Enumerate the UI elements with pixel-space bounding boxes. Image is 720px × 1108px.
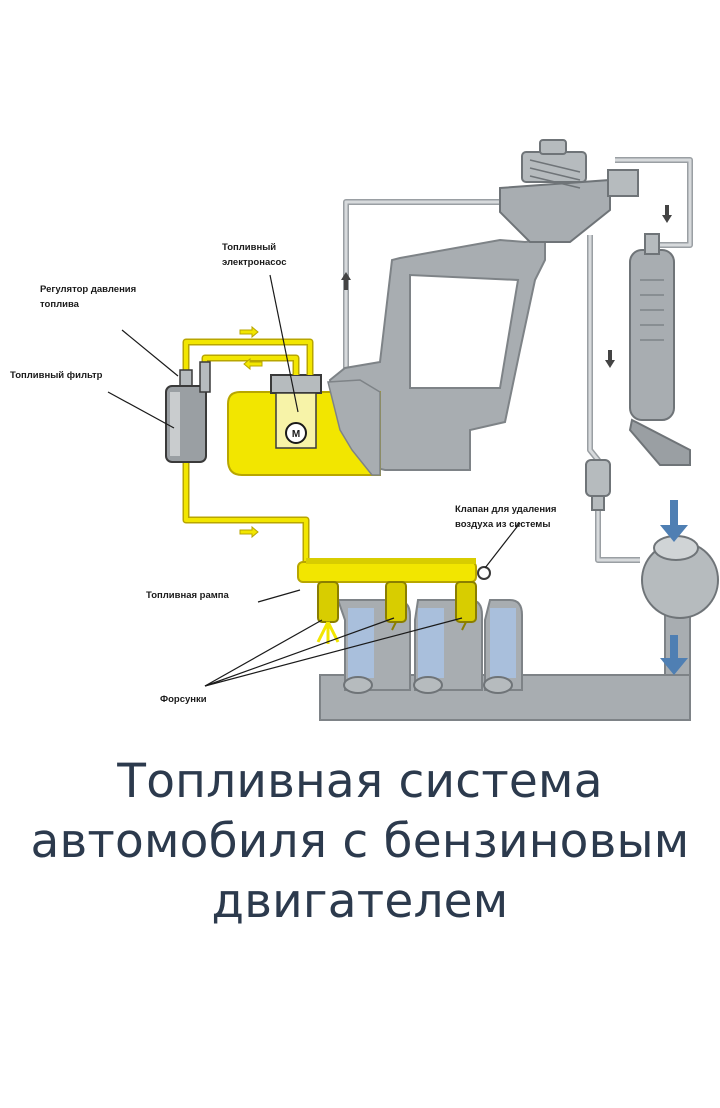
label-air-valve-line2: воздуха из системы (455, 519, 551, 530)
canister (628, 233, 691, 466)
throttle-unit (641, 535, 719, 619)
pump-motor-symbol: M (292, 429, 300, 440)
label-pressure-regulator: Регулятор давления топлива (40, 282, 136, 312)
fuel-pump: M (270, 374, 322, 449)
fuel-rail (297, 558, 491, 583)
air-flow-arrows (660, 500, 688, 675)
diagram-canvas: M (107, 139, 719, 721)
throttle-body (499, 139, 639, 243)
fuel-system-diagram: M (0, 130, 720, 730)
caption-line-3: двигателем (211, 874, 509, 929)
fuel-flow-arrows (239, 325, 263, 539)
label-injectors-text: Форсунки (160, 694, 207, 705)
label-fuel-rail-text: Топливная рампа (146, 590, 229, 601)
purge-valve (585, 459, 611, 511)
label-pressure-regulator-line1: Регулятор давления (40, 284, 137, 295)
label-fuel-filter-text: Топливный фильтр (10, 370, 103, 381)
injectors (316, 581, 477, 644)
caption-line-1: Топливная система (117, 754, 603, 809)
label-air-valve-line1: Клапан для удаления (455, 504, 557, 515)
label-injectors: Форсунки (160, 692, 207, 707)
caption-title: Топливная система автомобиля с бензиновы… (0, 752, 720, 932)
fuel-filter (165, 361, 211, 463)
label-fuel-rail: Топливная рампа (146, 588, 229, 603)
leader-lines (107, 274, 521, 687)
label-fuel-filter: Топливный фильтр (10, 368, 102, 383)
label-air-valve: Клапан для удаления воздуха из системы (455, 502, 556, 532)
label-fuel-pump-line2: электронасос (222, 257, 287, 268)
label-fuel-pump: Топливный электронасос (222, 240, 286, 270)
label-fuel-pump-line1: Топливный (222, 242, 277, 253)
gray-flow-arrows (341, 205, 672, 368)
lower-manifold (319, 674, 691, 721)
label-pressure-regulator-line2: топлива (40, 299, 79, 310)
intake-runners (336, 599, 523, 694)
caption-line-2: автомобиля с бензиновым (30, 814, 690, 869)
